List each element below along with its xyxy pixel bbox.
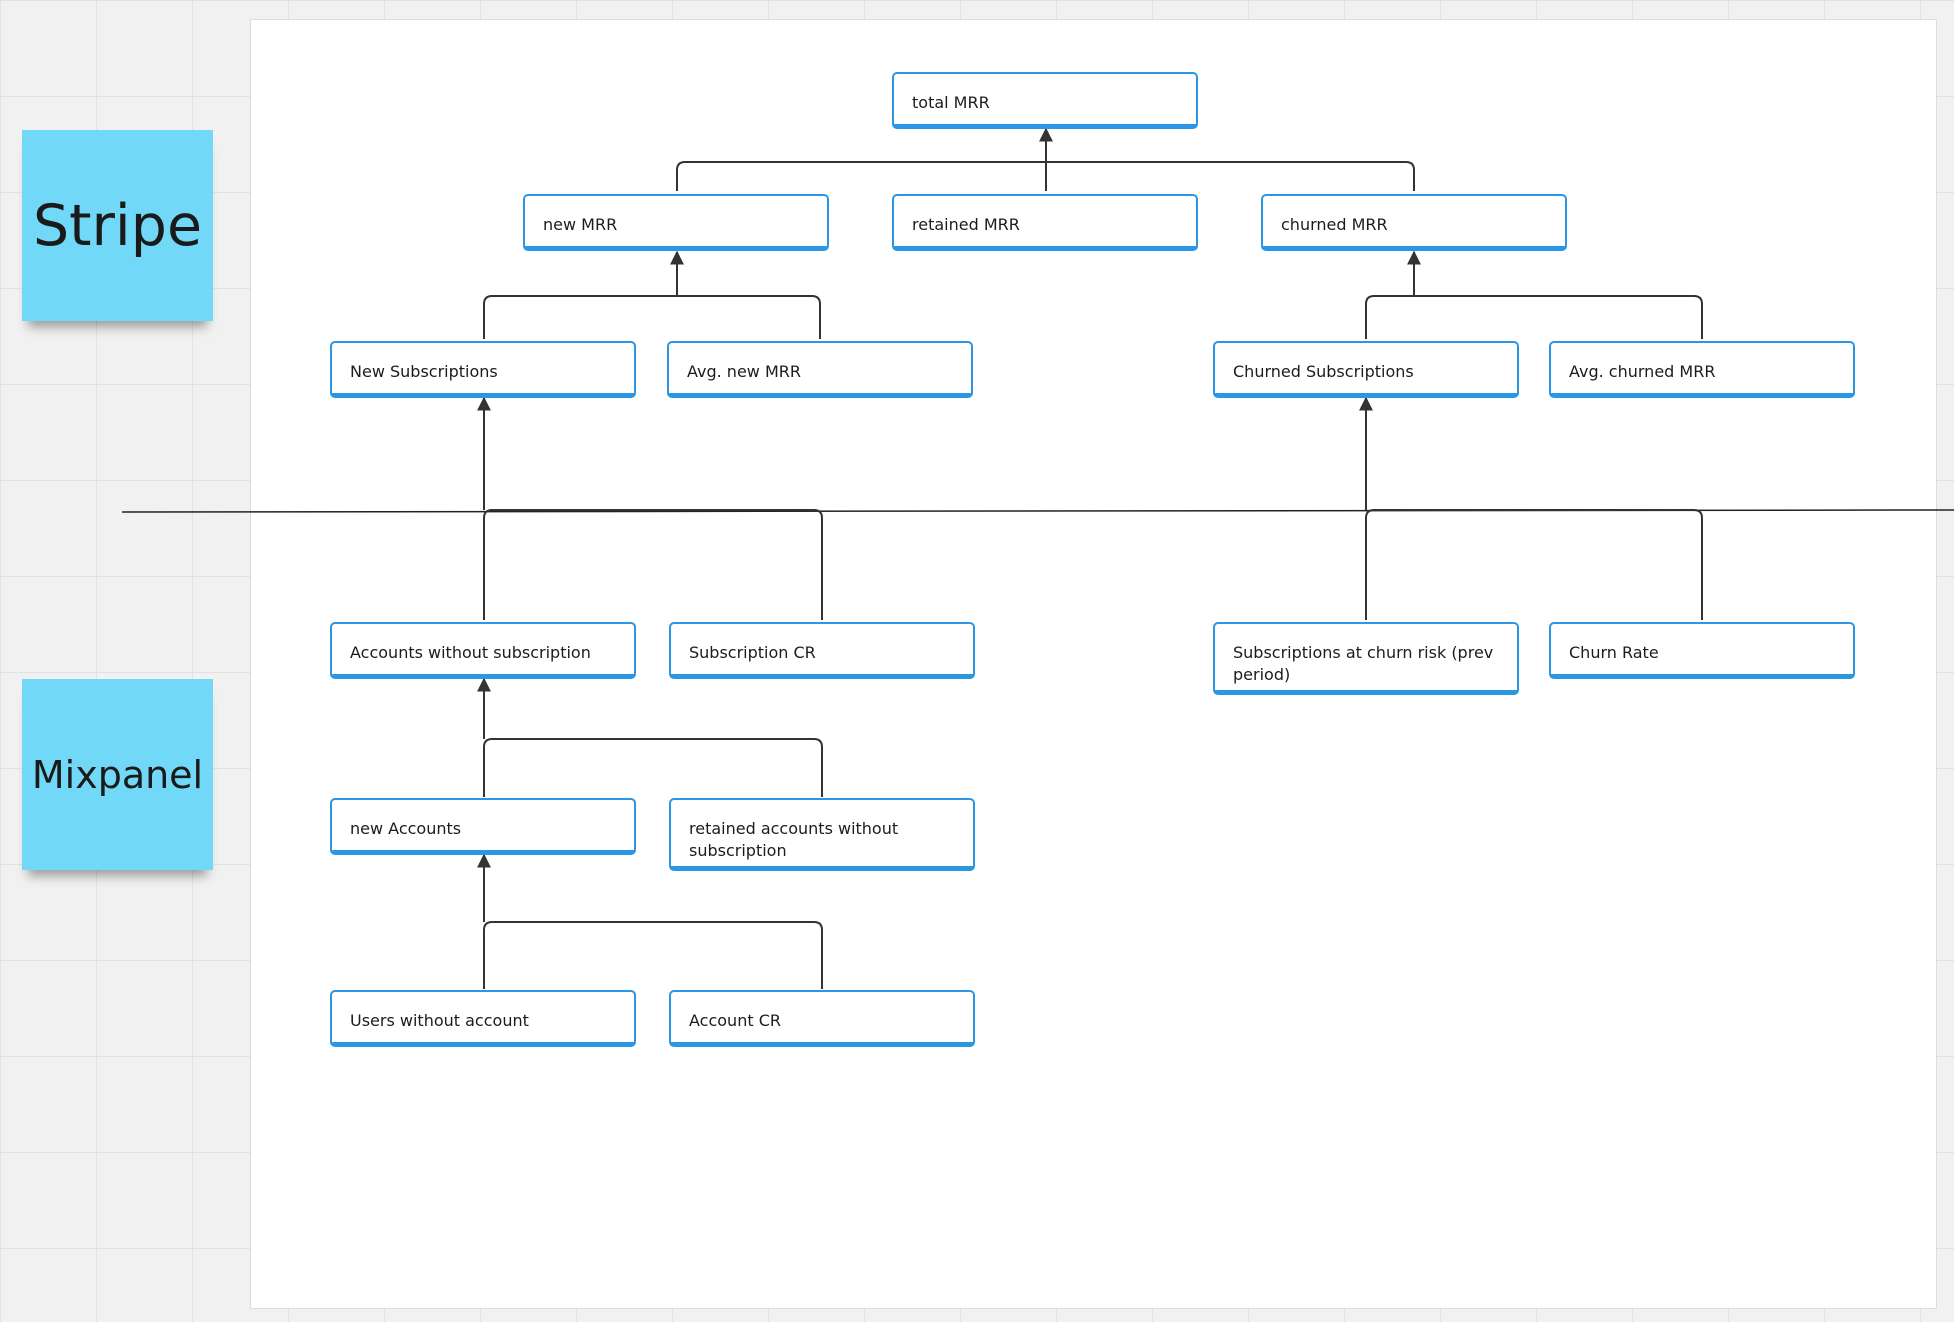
sticky-note-stripe-label: Stripe [32, 192, 203, 259]
node-label: Users without account [350, 1011, 529, 1030]
node-avg-churned-mrr[interactable]: Avg. churned MRR [1549, 341, 1855, 398]
node-label: Subscription CR [689, 643, 816, 662]
node-accounts-without-subscription[interactable]: Accounts without subscription [330, 622, 636, 679]
node-label: Churned Subscriptions [1233, 362, 1414, 381]
node-label: total MRR [912, 93, 990, 112]
node-label: Avg. new MRR [687, 362, 801, 381]
node-label: new Accounts [350, 819, 462, 838]
node-label: new MRR [543, 215, 618, 234]
sticky-note-mixpanel-label: Mixpanel [31, 752, 204, 797]
node-churned-subscriptions[interactable]: Churned Subscriptions [1213, 341, 1519, 398]
node-retained-accounts-without-subscription[interactable]: retained accounts without subscription [669, 798, 975, 871]
node-subscriptions-at-churn-risk[interactable]: Subscriptions at churn risk (prev period… [1213, 622, 1519, 695]
node-new-accounts[interactable]: new Accounts [330, 798, 636, 855]
node-new-subscriptions[interactable]: New Subscriptions [330, 341, 636, 398]
node-churned-mrr[interactable]: churned MRR [1261, 194, 1567, 251]
node-label: New Subscriptions [350, 362, 498, 381]
node-avg-new-mrr[interactable]: Avg. new MRR [667, 341, 973, 398]
node-label: Account CR [689, 1011, 781, 1030]
node-account-cr[interactable]: Account CR [669, 990, 975, 1047]
node-label: Avg. churned MRR [1569, 362, 1716, 381]
node-retained-mrr[interactable]: retained MRR [892, 194, 1198, 251]
node-churn-rate[interactable]: Churn Rate [1549, 622, 1855, 679]
node-label: retained accounts without subscription [689, 819, 899, 860]
node-total-mrr[interactable]: total MRR [892, 72, 1198, 129]
node-label: Accounts without subscription [350, 643, 591, 662]
node-label: Subscriptions at churn risk (prev period… [1233, 643, 1494, 684]
node-label: retained MRR [912, 215, 1020, 234]
sticky-note-mixpanel[interactable]: Mixpanel [22, 679, 213, 870]
node-subscription-cr[interactable]: Subscription CR [669, 622, 975, 679]
node-label: Churn Rate [1569, 643, 1659, 662]
node-users-without-account[interactable]: Users without account [330, 990, 636, 1047]
node-label: churned MRR [1281, 215, 1388, 234]
node-new-mrr[interactable]: new MRR [523, 194, 829, 251]
sticky-note-stripe[interactable]: Stripe [22, 130, 213, 321]
